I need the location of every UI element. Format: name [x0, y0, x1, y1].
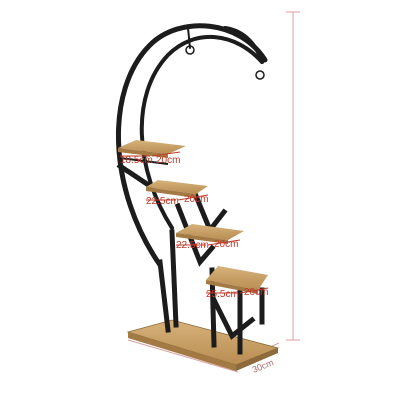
shelf2-depth-label: 20cm	[184, 194, 209, 205]
shelf-2	[146, 180, 208, 198]
shelf-dimension-arrows	[120, 151, 269, 294]
shelf1-depth-label: 20cm	[156, 155, 181, 166]
shelf3-depth-label: 20cm	[214, 239, 239, 250]
shelf1-width-label: 18.5cm	[120, 155, 153, 166]
height-dimension-line	[286, 11, 300, 341]
shelf-3	[176, 224, 244, 244]
shelf3-width-label: 22.5cm	[176, 240, 209, 251]
shelf-4	[206, 266, 268, 294]
shelf2-width-label: 22.5cm	[146, 196, 179, 207]
shelf4-width-label: 25.5cm	[206, 289, 239, 300]
stand-legs	[116, 162, 265, 355]
crescent-frame	[116, 23, 268, 268]
shelf4-depth-label: 20cm	[244, 287, 269, 298]
